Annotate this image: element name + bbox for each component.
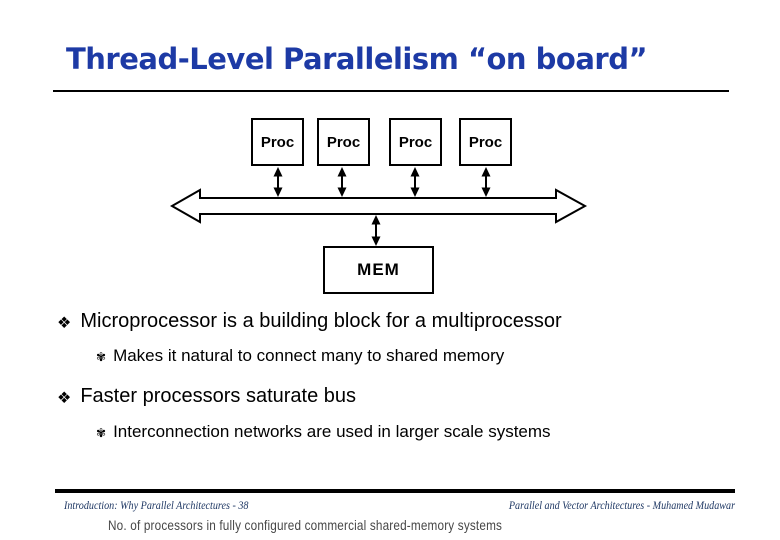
proc-box-4-label: Proc (468, 133, 503, 151)
proc-box-2: Proc (317, 118, 370, 166)
bullet-item-2: ❖ Faster processors saturate bus (57, 385, 356, 408)
mem-bus-arrow (371, 215, 381, 246)
mem-box: MEM (323, 246, 434, 294)
diamond-bullet-icon: ❖ (57, 314, 72, 332)
bullet-item-1: ❖ Microprocessor is a building block for… (57, 310, 562, 333)
sub-bullet-item-1: ✾ Makes it natural to connect many to sh… (96, 346, 504, 366)
sub-bullet-text: Makes it natural to connect many to shar… (113, 346, 505, 365)
bus-double-arrow (169, 188, 588, 224)
florette-bullet-icon: ✾ (96, 426, 107, 440)
sub-bullet-item-2: ✾ Interconnection networks are used in l… (96, 422, 551, 442)
page-title: Thread-Level Parallelism “on board” (66, 42, 648, 76)
footer-author: Parallel and Vector Architectures - Muha… (508, 500, 735, 512)
footer-divider (55, 489, 735, 493)
mem-box-label: MEM (357, 260, 400, 279)
proc-box-1-label: Proc (260, 133, 295, 151)
proc-box-3-label: Proc (398, 133, 433, 151)
proc-box-3: Proc (389, 118, 442, 166)
diamond-bullet-icon: ❖ (57, 389, 72, 407)
bullet-text: Faster processors saturate bus (80, 385, 357, 407)
proc-box-4: Proc (459, 118, 512, 166)
bottom-caption: No. of processors in fully configured co… (108, 517, 503, 533)
sub-bullet-text: Interconnection networks are used in lar… (113, 422, 551, 441)
proc-bus-arrow-1 (273, 167, 283, 197)
bullet-text: Microprocessor is a building block for a… (80, 310, 562, 332)
proc-bus-arrow-4 (481, 167, 491, 197)
footer-course-and-slide-number: Introduction: Why Parallel Architectures… (64, 500, 249, 512)
florette-bullet-icon: ✾ (96, 350, 107, 364)
title-underline (53, 90, 729, 92)
proc-box-2-label: Proc (326, 133, 361, 151)
proc-box-1: Proc (251, 118, 304, 166)
proc-bus-arrow-3 (410, 167, 420, 197)
proc-bus-arrow-2 (337, 167, 347, 197)
